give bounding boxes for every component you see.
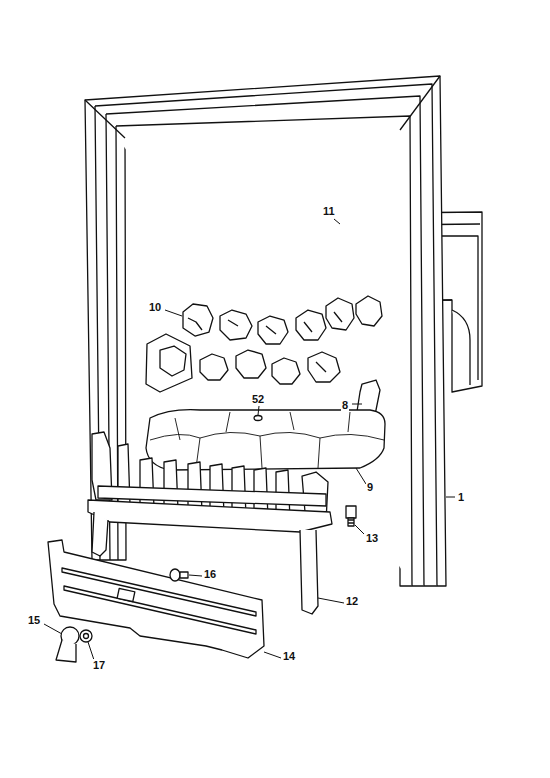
callout-number: 13 — [365, 532, 379, 544]
leader-lines — [44, 219, 455, 660]
callout-number: 12 — [345, 595, 359, 607]
log-bed — [146, 410, 385, 470]
callout-number: 17 — [92, 659, 106, 671]
frame — [85, 76, 446, 586]
callout-number: 16 — [203, 568, 217, 580]
callout-number: 9 — [366, 481, 374, 493]
coals — [146, 296, 382, 392]
fret-front — [48, 540, 264, 658]
screw — [346, 506, 356, 526]
callout-number: 15 — [27, 614, 41, 626]
callout-number: 1 — [457, 491, 465, 503]
callout-number: 14 — [282, 650, 296, 662]
callout-number: 52 — [251, 393, 265, 405]
screw — [170, 569, 188, 581]
callout-number: 8 — [341, 399, 349, 411]
washer — [80, 630, 92, 642]
callout-number: 10 — [148, 301, 162, 313]
callout-number: 11 — [322, 205, 336, 217]
